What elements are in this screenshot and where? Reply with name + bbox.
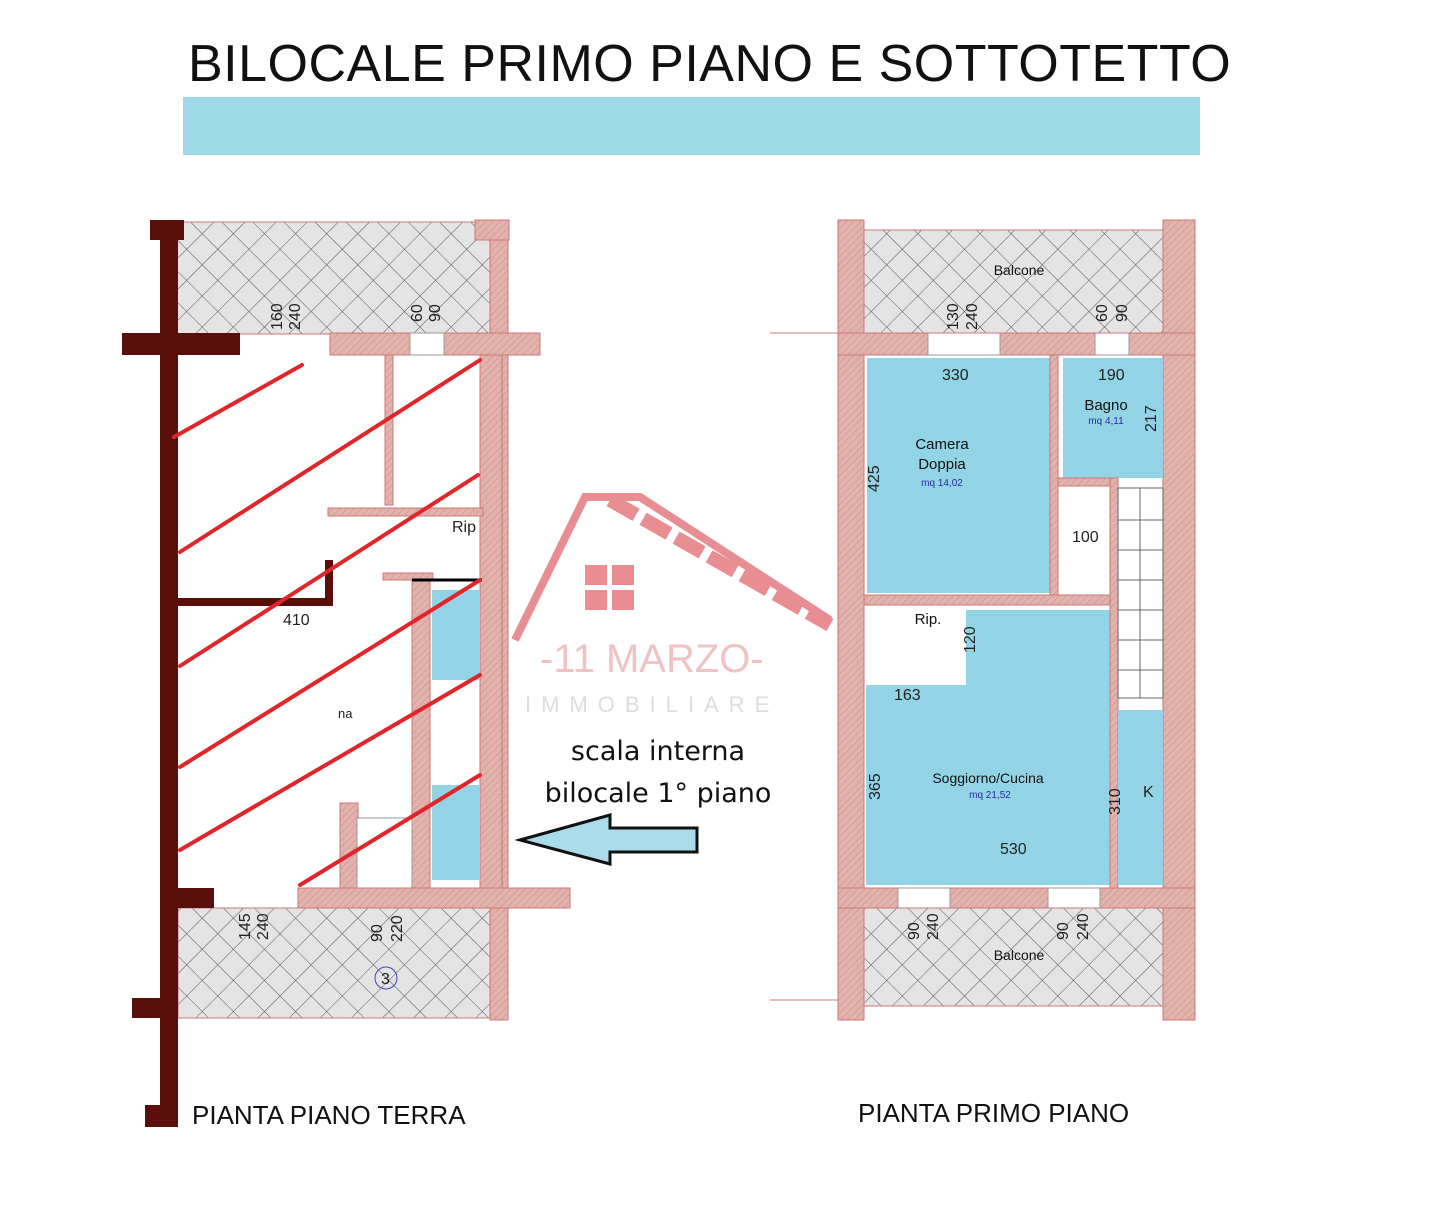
room-bagno	[1063, 358, 1163, 478]
balcony-bottom	[177, 907, 491, 1019]
watermark-sub: IMMOBILIARE	[525, 692, 779, 717]
dim-label: 90	[1114, 304, 1131, 322]
room-name: Soggiorno/Cucina	[932, 770, 1044, 786]
balcony-bottom	[863, 907, 1164, 1007]
dim-label: K	[1143, 784, 1154, 801]
dim-label: 100	[1072, 529, 1099, 546]
room-area: mq 4,11	[1088, 416, 1124, 427]
dim-label: 160	[269, 303, 286, 330]
room-camera	[867, 358, 1050, 593]
dim-label: 330	[942, 367, 969, 384]
page-title: BILOCALE PRIMO PIANO E SOTTOTETTO	[188, 35, 1232, 93]
watermark-logo: -11 MARZO- IMMOBILIARE	[511, 493, 834, 717]
dim-label: 240	[1075, 913, 1092, 940]
dark-wall	[160, 220, 178, 1125]
room-name: Rip.	[915, 611, 942, 628]
annotation-line-2: bilocale 1° piano	[545, 778, 772, 809]
first-floor-caption: PIANTA PRIMO PIANO	[858, 1098, 1129, 1128]
dim-label: 530	[1000, 841, 1027, 858]
dim-label-partial: 410	[283, 612, 310, 629]
room-label-partial: Rip	[452, 519, 476, 536]
strike-through-lines	[172, 358, 482, 887]
dim-label: 90	[427, 304, 444, 322]
dim-label: 425	[866, 465, 883, 492]
annotation-line-1: scala interna	[571, 736, 745, 767]
room-area: mq 21,52	[969, 790, 1011, 801]
dim-label: 130	[945, 303, 962, 330]
room-name: Doppia	[918, 456, 966, 473]
room-name: Balcone	[994, 262, 1045, 278]
dim-label: 190	[1098, 367, 1125, 384]
dim-label: 217	[1143, 405, 1160, 432]
dim-label: 240	[925, 913, 942, 940]
dim-label: 220	[389, 915, 406, 942]
title-banner	[183, 97, 1200, 155]
room-name: Bagno	[1084, 397, 1127, 414]
stairs	[1117, 487, 1164, 699]
dim-label: 365	[867, 773, 884, 800]
dim-label: 90	[369, 924, 386, 942]
ground-floor-plan: 160 240 60 90 145 240 90 220 Rip 410 na …	[122, 219, 571, 1130]
room-name: Balcone	[994, 947, 1045, 963]
dim-label: 90	[1055, 922, 1072, 940]
watermark-brand: -11 MARZO-	[540, 637, 764, 681]
dim-label: 240	[255, 913, 272, 940]
room-area: mq 14,02	[921, 478, 963, 489]
dim-label: 310	[1107, 788, 1124, 815]
dim-label: 240	[287, 303, 304, 330]
room-label-partial: na	[338, 706, 353, 721]
dim-label: 145	[237, 913, 254, 940]
section-marker: 3	[381, 971, 390, 988]
room-name: Camera	[915, 436, 969, 453]
balcony-top	[863, 229, 1164, 334]
arrow-left-icon	[514, 813, 699, 866]
dim-label: 120	[962, 626, 979, 653]
first-floor-plan: Balcone Balcone Camera Doppia Bagno Rip.…	[770, 219, 1196, 1128]
dim-label: 163	[894, 687, 921, 704]
dim-label: 90	[906, 922, 923, 940]
dim-label: 60	[1094, 304, 1111, 322]
dim-label: 60	[409, 304, 426, 322]
ground-floor-caption: PIANTA PIANO TERRA	[192, 1100, 466, 1130]
dim-label: 240	[964, 303, 981, 330]
